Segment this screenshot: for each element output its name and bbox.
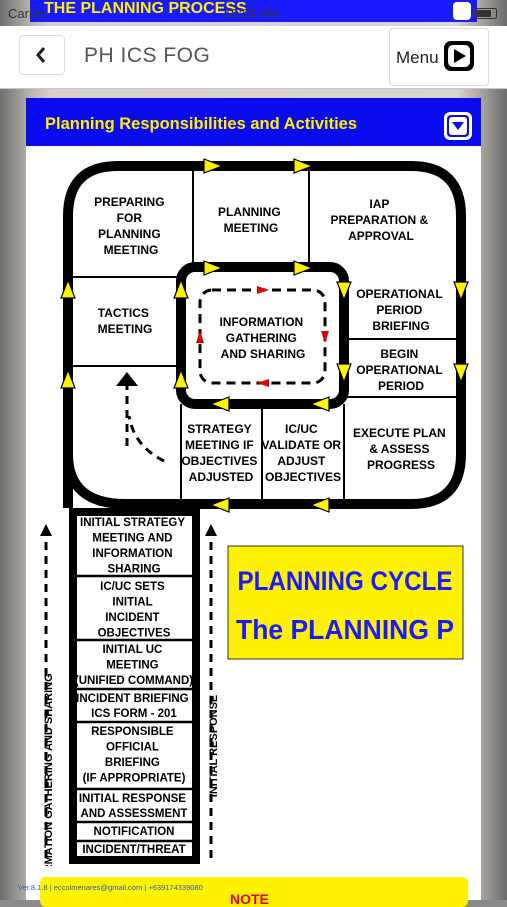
navigation-bar: PH ICS FOG Menu [0, 26, 507, 89]
side-label-info-gathering: INFORMATION GATHERING AND SHARING [43, 673, 55, 866]
stem-responsible-official-label: RESPONSIBLE OFFICIAL BRIEFING (IF APPROP… [83, 726, 186, 785]
stem-incident-briefing-label: INCIDENT BRIEFING ICS FORM - 201 [76, 693, 192, 720]
card-header[interactable]: Planning Responsibilities and Activities [26, 98, 481, 146]
note-panel: NOTE [40, 877, 468, 907]
footer-version: Ver.8.1.8 [18, 883, 48, 892]
inner-red-arrows [196, 286, 329, 387]
menu-button[interactable]: Menu [389, 28, 489, 86]
status-bar: Carrier 10:00 AM [0, 0, 507, 26]
execute-plan-label: EXECUTE PLAN & ASSESS PROGRESS [353, 426, 449, 472]
stem-notification-label: NOTIFICATION [94, 826, 175, 838]
stem-frame [69, 508, 200, 864]
footer-email: eccolmenares@gmail.com [53, 883, 143, 892]
tactics-label: TACTICS MEETING [98, 306, 153, 336]
collapse-chevron-icon[interactable] [444, 112, 472, 140]
begin-op-label: BEGIN OPERATIONAL PERIOD [356, 347, 446, 393]
icuc-validate-label: IC/UC VALIDATE OR ADJUST OBJECTIVES [262, 422, 345, 484]
chevron-left-icon [36, 47, 46, 63]
op-briefing-label: OPERATIONAL PERIOD BRIEFING [356, 287, 446, 333]
dashed-arrows [44, 386, 213, 858]
flow-arrows [60, 158, 469, 513]
planning-meeting-label: PLANNING MEETING [218, 205, 284, 235]
planning-p-title: The PLANNING P [236, 614, 454, 645]
side-label-initial-response: INITIAL RESPONSE [208, 695, 220, 797]
menu-play-icon [444, 41, 474, 71]
strategy-meeting-label: STRATEGY MEETING IF OBJECTIVES ADJUSTED [181, 422, 260, 484]
carrier-label: Carrier [8, 6, 48, 21]
app-title: PH ICS FOG [84, 44, 211, 67]
previous-page-title: THE PLANNING PROCESS [44, 0, 247, 17]
note-title: NOTE [230, 891, 269, 907]
iap-label: IAP PREPARATION & APPROVAL [331, 197, 432, 243]
stem-initial-strategy-label: INITIAL STRATEGY MEETING AND INFORMATION… [80, 517, 188, 576]
battery-icon [473, 8, 497, 19]
menu-label: Menu [396, 48, 439, 67]
stem-initial-uc-label: INITIAL UC MEETING (UNIFIED COMMAND) [75, 644, 193, 687]
stem-icuc-sets-label: IC/UC SETS INITIAL INCIDENT OBJECTIVES [98, 581, 171, 640]
info-gathering-label: INFORMATION GATHERING AND SHARING [219, 315, 306, 361]
planning-cycle-title: PLANNING CYCLE [238, 566, 453, 596]
footer-phone: +639174339080 [148, 883, 203, 892]
planning-cycle-box [227, 545, 464, 660]
dashed-arrow-heads [40, 372, 217, 536]
stem-initial-response-label: INITIAL RESPONSE AND ASSESSMENT [79, 793, 189, 820]
back-button[interactable] [19, 35, 65, 75]
previous-page-banner: THE PLANNING PROCESS [30, 0, 477, 22]
loop-grid [73, 166, 456, 504]
stem-incident-threat-label: INCIDENT/THREAT [82, 844, 185, 856]
preparing-label: PREPARING FOR PLANNING MEETING [94, 195, 168, 257]
planning-p-diagram: PREPARING FOR PLANNING MEETING PLANNING … [40, 158, 469, 866]
footer-credits: Ver.8.1.8 | eccolmenares@gmail.com | +63… [18, 883, 203, 892]
card-title: Planning Responsibilities and Activities [45, 115, 358, 133]
clock: 10:00 AM [224, 6, 279, 21]
play-icon [453, 2, 471, 20]
stem-grid [73, 574, 196, 843]
